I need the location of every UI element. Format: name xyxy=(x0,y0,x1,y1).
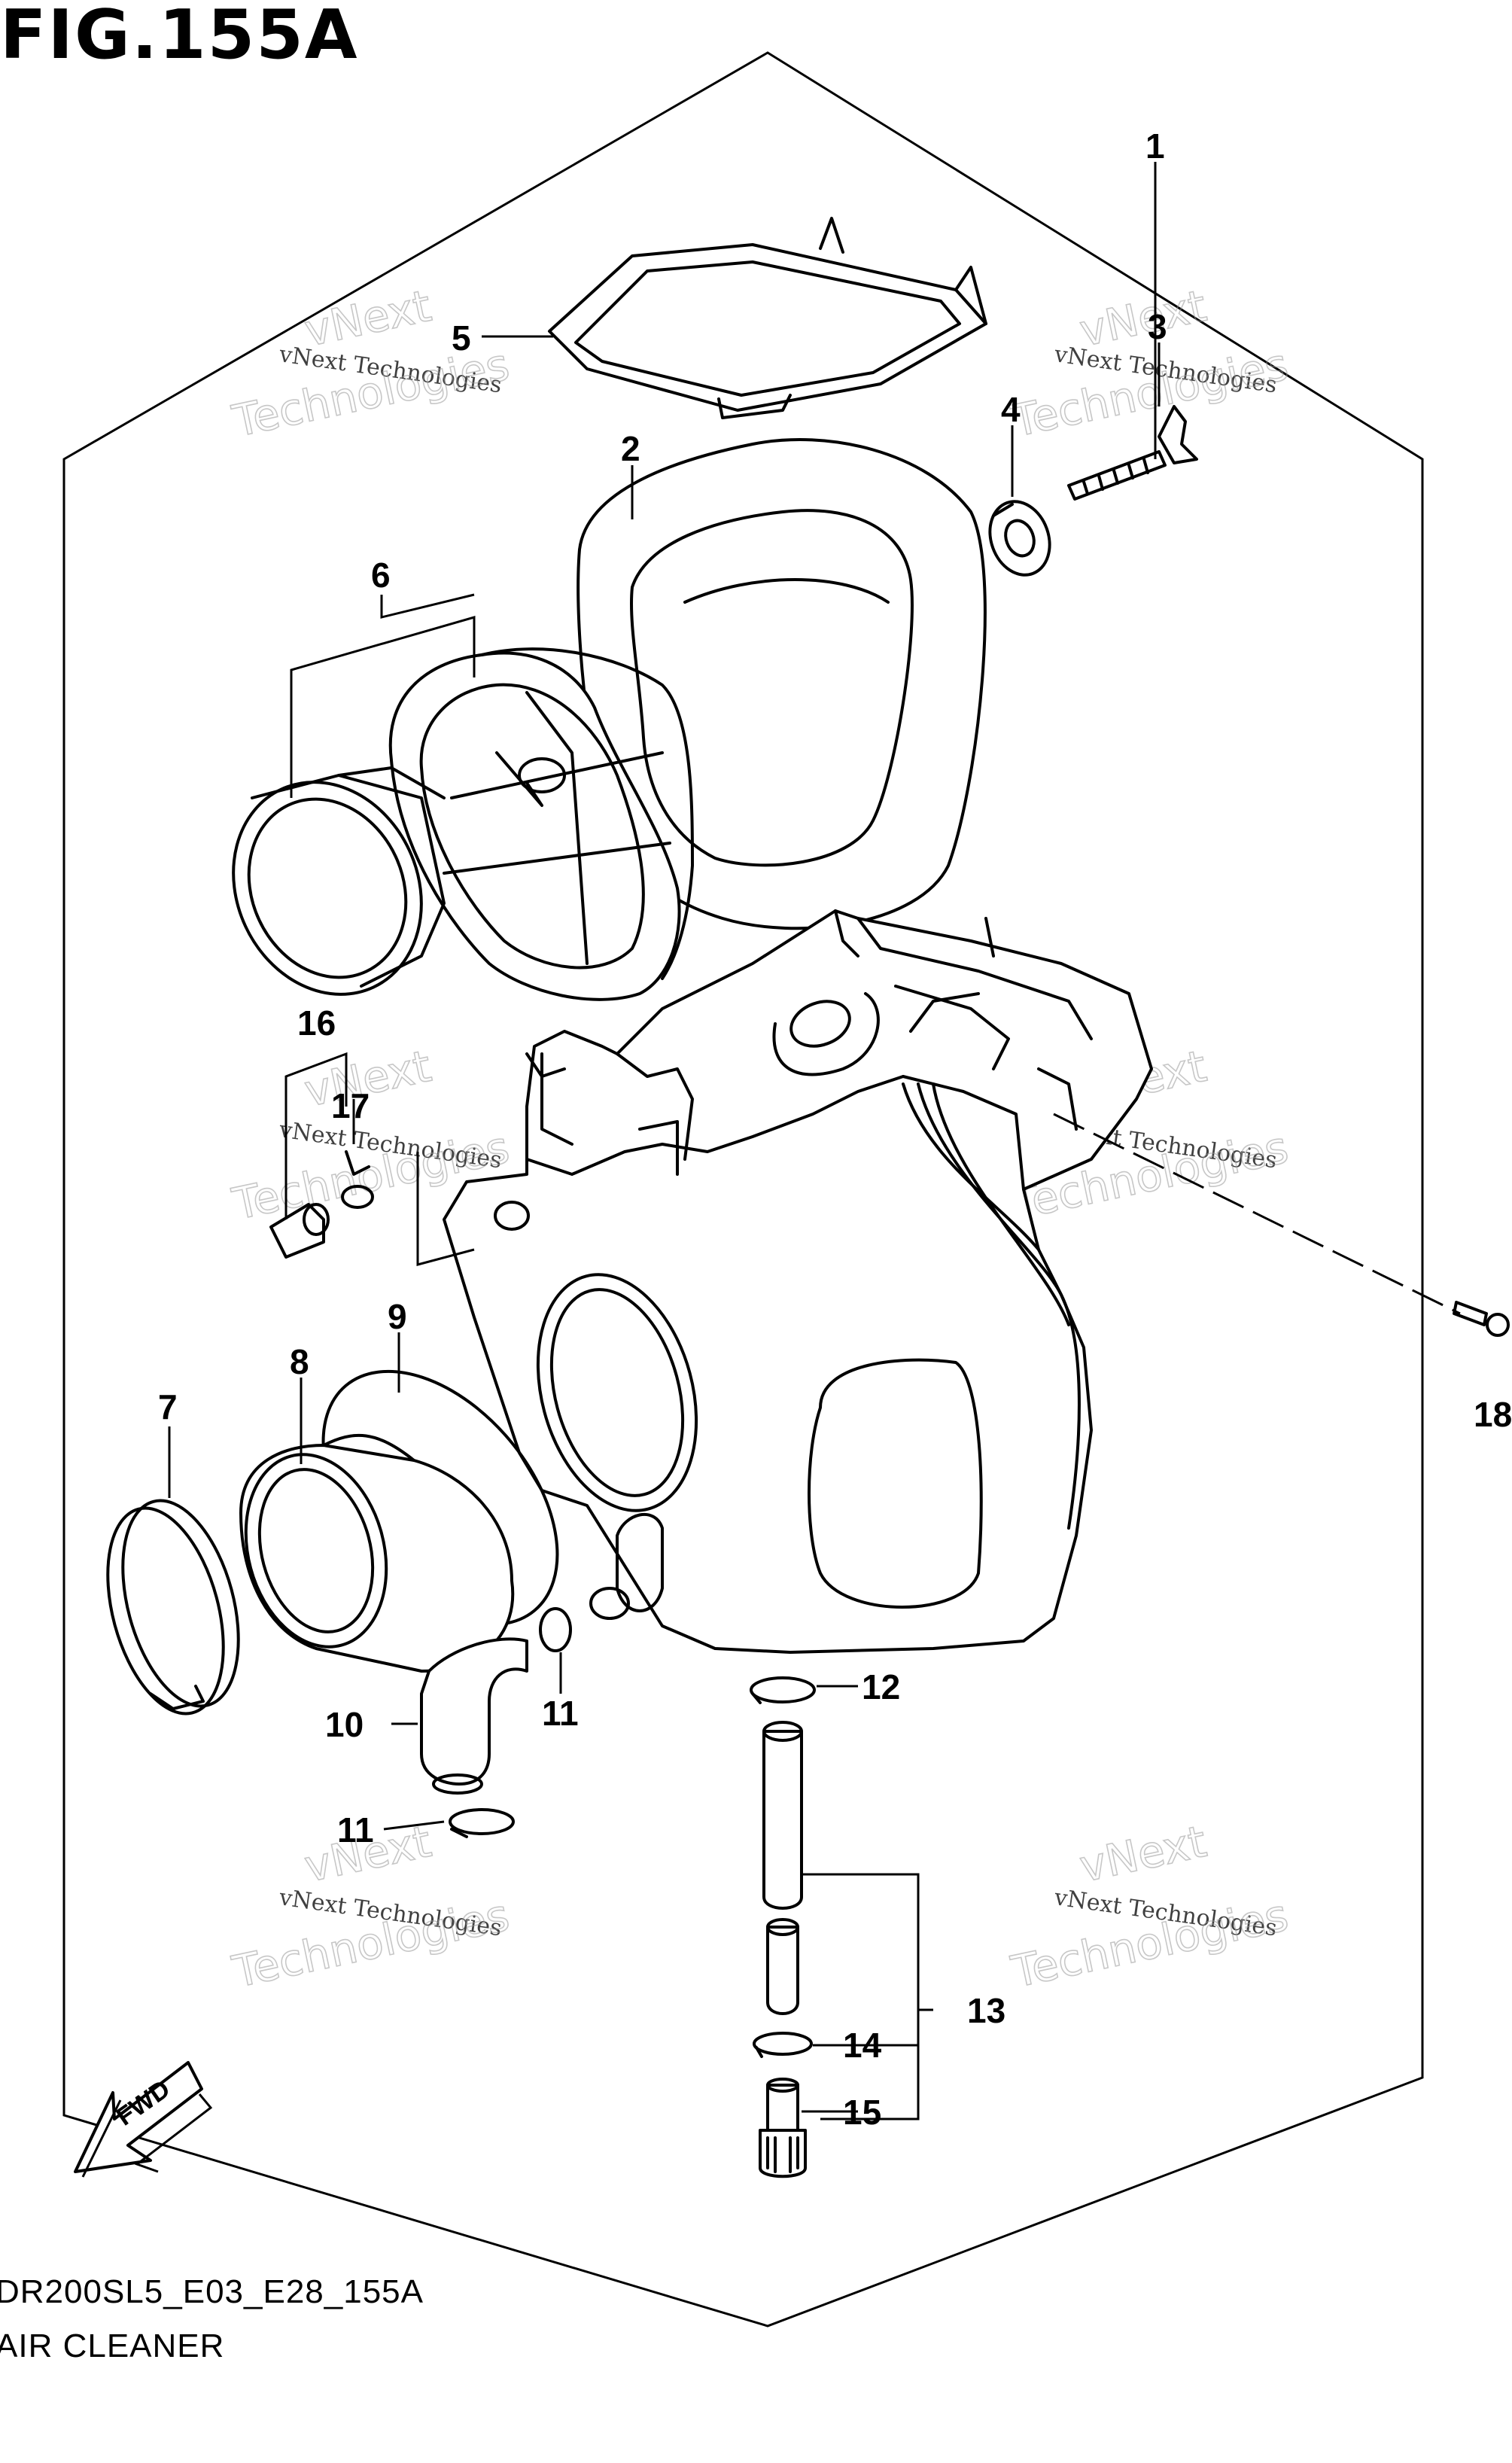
part-5-cover-plate xyxy=(548,217,987,419)
svg-text:vNext: vNext xyxy=(1075,1816,1211,1892)
callout-4: 4 xyxy=(1001,390,1021,429)
watermark-top-right: vNext vNext Technologies Technologies xyxy=(1006,279,1293,448)
callout-labels: 1 2 3 4 5 6 7 8 9 10 11 11 12 13 14 15 1… xyxy=(158,126,1512,2132)
callout-2: 2 xyxy=(621,429,640,468)
callout-5: 5 xyxy=(452,318,471,358)
figure-name: AIR CLEANER xyxy=(0,2328,225,2364)
callout-15: 15 xyxy=(843,2093,881,2132)
part-12-clamp xyxy=(750,1676,816,1704)
svg-text:vNext: vNext xyxy=(1075,280,1211,357)
callout-3: 3 xyxy=(1148,307,1167,346)
assembly-boundary xyxy=(62,51,1424,2328)
part-8-intake-boot xyxy=(239,1433,515,1673)
part-7-hose-clamp xyxy=(106,1499,240,1716)
callout-10: 10 xyxy=(325,1705,364,1744)
air-cleaner-case xyxy=(443,909,1153,1654)
callout-1: 1 xyxy=(1145,126,1165,166)
callout-6: 6 xyxy=(371,556,391,595)
part-11-clip-upper xyxy=(539,1607,572,1652)
callout-7: 7 xyxy=(158,1387,178,1426)
part-18-bolt xyxy=(1453,1301,1510,1337)
callout-17: 17 xyxy=(331,1086,370,1125)
part-11-clip-lower xyxy=(449,1808,515,1838)
part-13-drain-hose xyxy=(762,1721,803,2015)
callout-16: 16 xyxy=(297,1003,336,1043)
part-17-clip xyxy=(341,1150,374,1209)
callout-8: 8 xyxy=(290,1342,309,1381)
callout-11-upper: 11 xyxy=(542,1694,579,1733)
part-10-breather-hose xyxy=(420,1637,528,1795)
callout-18: 18 xyxy=(1474,1395,1512,1434)
figure-model-code: DR200SL5_E03_E28_155A xyxy=(0,2273,424,2310)
part-2-foam-element xyxy=(577,438,987,930)
watermark-top-left: vNext vNext Technologies Technologies xyxy=(227,279,514,448)
leader-lines xyxy=(168,162,1461,2120)
part-4-grommet xyxy=(988,500,1051,577)
part-14-clamp xyxy=(753,2032,813,2058)
part-6-element-ring xyxy=(232,766,446,996)
part-6-element-holder xyxy=(388,647,694,1001)
figure-title: FIG.155A xyxy=(0,0,359,75)
callout-14: 14 xyxy=(843,2026,882,2065)
callout-11-lower: 11 xyxy=(337,1810,374,1850)
part-3-wing-bolt xyxy=(1067,405,1198,501)
svg-text:vNext: vNext xyxy=(300,280,436,357)
part-16-drain-plug xyxy=(269,1203,330,1259)
callout-9: 9 xyxy=(388,1297,407,1336)
part-15-drain-plug xyxy=(759,2078,807,2178)
callout-13: 13 xyxy=(967,1991,1005,2030)
watermark-bottom-right: vNext vNext Technologies Technologies xyxy=(1006,1815,1293,1999)
callout-12: 12 xyxy=(862,1667,900,1706)
fwd-direction-arrow: FWD xyxy=(74,2061,213,2178)
